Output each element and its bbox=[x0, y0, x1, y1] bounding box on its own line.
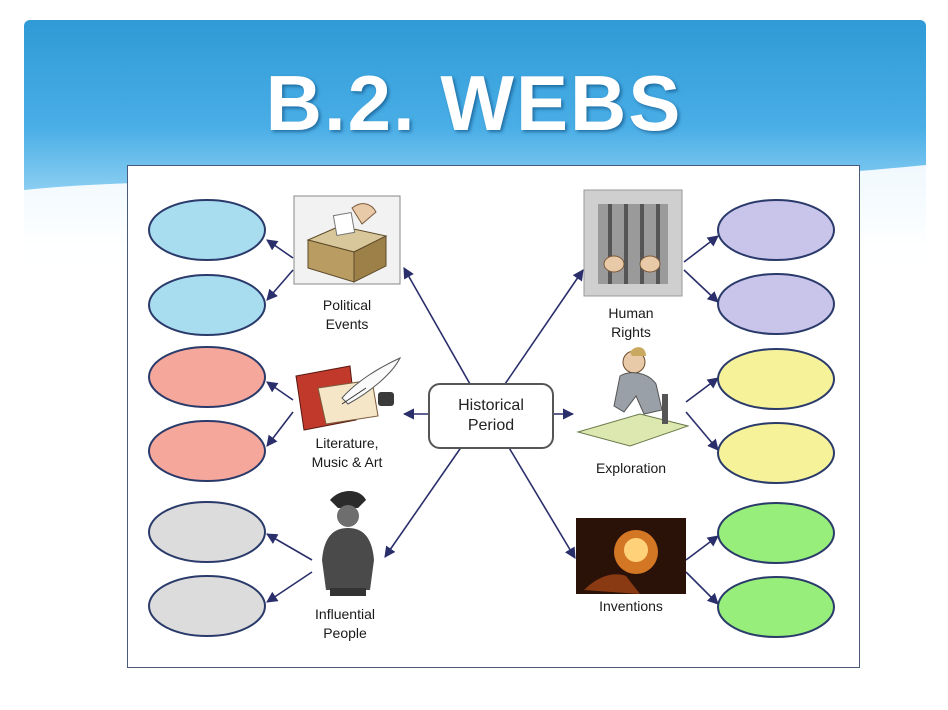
arrow-to-inventions bbox=[507, 445, 576, 559]
historical-period-node: Historical Period bbox=[428, 383, 554, 449]
arrow-to-political bbox=[403, 267, 471, 385]
left-ellipses bbox=[148, 199, 266, 637]
political-blank-2 bbox=[148, 274, 266, 336]
prison-bars-icon bbox=[583, 189, 683, 297]
exploration-blank-1 bbox=[717, 348, 835, 410]
label-inventions: Inventions bbox=[599, 598, 663, 614]
quill-book-icon bbox=[295, 356, 402, 431]
literature-blank-1 bbox=[148, 346, 266, 408]
center-label: Historical Period bbox=[458, 397, 524, 434]
label-exploration: Exploration bbox=[595, 460, 667, 476]
label-human-rights: Human Rights bbox=[608, 305, 654, 340]
literature-blank-2 bbox=[148, 420, 266, 482]
label-influential-people: Influential People bbox=[315, 606, 375, 641]
light-bulb-icon bbox=[576, 518, 686, 594]
inventions-blank-1 bbox=[717, 502, 835, 564]
people-blank-1 bbox=[148, 501, 266, 563]
arrow-to-rights bbox=[504, 269, 584, 385]
rights-blank-1 bbox=[717, 199, 835, 261]
people-blank-2 bbox=[148, 575, 266, 637]
explorer-map-icon bbox=[576, 347, 690, 447]
right-ellipses bbox=[717, 199, 835, 638]
inventions-blank-2 bbox=[717, 576, 835, 638]
center-connectors bbox=[384, 267, 584, 559]
arrow-to-people bbox=[384, 445, 463, 558]
label-political-events: Political Events bbox=[322, 297, 372, 332]
label-literature-music-art: Literature, Music & Art bbox=[311, 435, 383, 470]
slide-title: B.2. WEBS bbox=[265, 59, 683, 147]
exploration-blank-2 bbox=[717, 422, 835, 484]
bust-statue-icon bbox=[322, 491, 374, 596]
right-branch-connectors bbox=[683, 235, 719, 605]
ballot-box-icon bbox=[293, 195, 401, 285]
left-branch-connectors bbox=[266, 239, 313, 603]
rights-blank-2 bbox=[717, 273, 835, 335]
political-blank-1 bbox=[148, 199, 266, 261]
